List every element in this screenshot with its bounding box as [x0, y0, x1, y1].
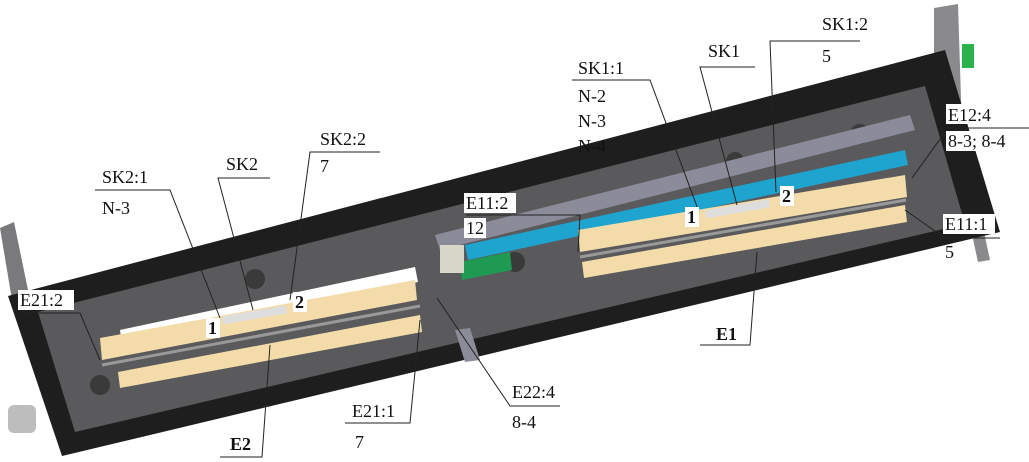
tube-blue — [465, 150, 908, 260]
switch-sk1 — [704, 199, 771, 219]
label-e11-1: E11:1 — [945, 214, 987, 234]
power-switch — [962, 44, 974, 68]
label-e11-2: E11:2 — [466, 193, 508, 213]
grommet — [245, 269, 265, 289]
label-sk2-2-wire: 7 — [320, 156, 329, 176]
label-sk1: SK1 — [708, 41, 740, 61]
lamp-e2-panel-top — [100, 280, 417, 360]
label-e11-1-wire: 5 — [945, 242, 954, 262]
bracket — [455, 328, 480, 362]
cover-bar — [435, 115, 915, 250]
label-sk1-2: SK1:2 — [822, 14, 868, 34]
label-e11-2-wire: 12 — [466, 218, 484, 238]
leader-lines — [20, 40, 1029, 458]
label-sk1-1-wire: N-4 — [578, 136, 606, 156]
grommet — [90, 375, 110, 395]
label-e12-4: E12:4 — [948, 105, 991, 125]
tube-green — [460, 252, 512, 280]
pin-sk2-1: 1 — [208, 318, 217, 338]
label-e2: E2 — [230, 434, 251, 454]
label-sk2-2: SK2:2 — [320, 129, 366, 149]
left-flange — [0, 222, 28, 300]
lamp-holder — [440, 245, 464, 273]
pin-sk1-1: 1 — [687, 207, 696, 227]
pin-sk1-2: 2 — [782, 186, 791, 206]
label-sk1-1-wire: N-3 — [578, 111, 606, 131]
cable-gland — [8, 405, 36, 433]
label-e21-1-wire: 7 — [355, 432, 364, 452]
label-e21-2: E21:2 — [20, 290, 63, 310]
label-sk2: SK2 — [226, 154, 258, 174]
label-sk2-1-wire: N-3 — [102, 198, 130, 218]
label-e22-4-wire: 8-4 — [512, 412, 536, 432]
lamp-e1-panel-bottom — [582, 205, 907, 278]
label-sk1-1: SK1:1 — [578, 58, 624, 78]
lamp-e1-panel-top — [578, 175, 907, 252]
label-sk2-1: SK2:1 — [102, 167, 148, 187]
pin-sk2-2: 2 — [295, 292, 304, 312]
label-e21-1: E21:1 — [352, 401, 395, 421]
switch-sk2 — [221, 305, 288, 325]
label-e22-4: E22:4 — [512, 382, 555, 402]
label-sk1-2-wire: 5 — [822, 46, 831, 66]
label-sk1-1-wire: N-2 — [578, 86, 606, 106]
label-e1: E1 — [716, 324, 737, 344]
label-e12-4-wire: 8-3; 8-4 — [948, 131, 1006, 151]
